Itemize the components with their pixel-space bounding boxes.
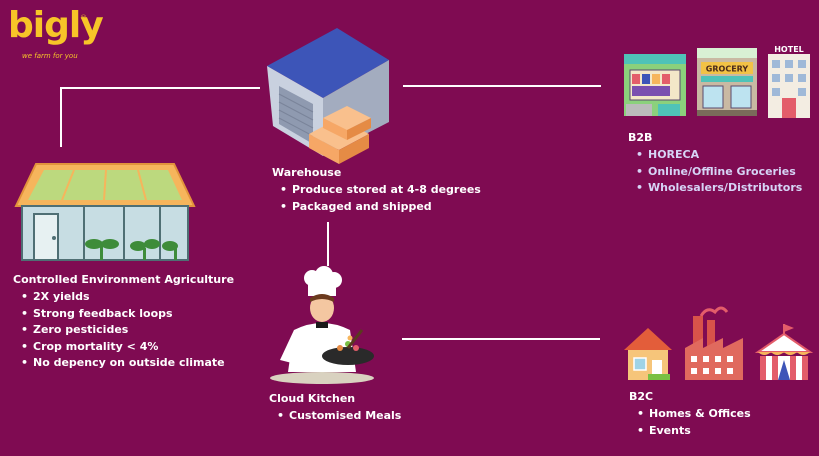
warehouse-title: Warehouse <box>272 166 342 179</box>
b2b-item: Wholesalers/Distributors <box>628 180 818 197</box>
connector-warehouse-kitchen <box>327 222 329 266</box>
cea-node: Controlled Environment Agriculture 2X yi… <box>13 273 253 372</box>
b2c-title: B2C <box>629 390 654 403</box>
cea-item: Crop mortality < 4% <box>13 339 253 356</box>
house-icon <box>624 328 672 380</box>
grocery-icon: GROCERY <box>697 48 757 116</box>
cea-item: 2X yields <box>13 289 253 306</box>
hotel-sign: HOTEL <box>774 45 804 54</box>
hotel-icon: HOTEL <box>768 45 810 118</box>
cea-item: Strong feedback loops <box>13 306 253 323</box>
greenhouse-icon <box>14 163 196 261</box>
brand-registered-mark: ® <box>80 14 87 22</box>
b2c-node: B2C Homes & Offices Events <box>629 390 809 439</box>
b2b-item: Online/Offline Groceries <box>628 164 818 181</box>
warehouse-node: Warehouse Produce stored at 4-8 degrees … <box>272 166 492 215</box>
factory-icon <box>685 306 743 380</box>
b2b-item: HORECA <box>628 147 818 164</box>
b2b-title: B2B <box>628 131 653 144</box>
b2c-item: Events <box>629 423 809 440</box>
cea-title: Controlled Environment Agriculture <box>13 273 235 286</box>
warehouse-icon <box>267 28 389 164</box>
store-icon <box>624 54 686 116</box>
b2c-item: Homes & Offices <box>629 406 809 423</box>
brand-tagline: we farm for you <box>22 52 78 60</box>
connector-cea-warehouse-horizontal <box>60 87 260 89</box>
circus-tent-icon <box>754 324 814 380</box>
connector-cea-warehouse-vertical <box>60 87 62 147</box>
warehouse-item: Produce stored at 4-8 degrees <box>272 182 492 199</box>
cea-item: Zero pesticides <box>13 322 253 339</box>
cea-item: No depency on outside climate <box>13 355 253 372</box>
grocery-sign: GROCERY <box>706 65 749 74</box>
kitchen-node: Cloud Kitchen Customised Meals <box>269 392 449 425</box>
brand-logo: bigly <box>8 5 104 46</box>
kitchen-title: Cloud Kitchen <box>269 392 356 405</box>
b2b-node: B2B HORECA Online/Offline Groceries Whol… <box>628 131 818 197</box>
connector-warehouse-b2b <box>403 85 601 87</box>
chef-icon <box>270 266 374 384</box>
connector-kitchen-b2c <box>402 338 600 340</box>
warehouse-item: Packaged and shipped <box>272 199 492 216</box>
kitchen-item: Customised Meals <box>269 408 449 425</box>
